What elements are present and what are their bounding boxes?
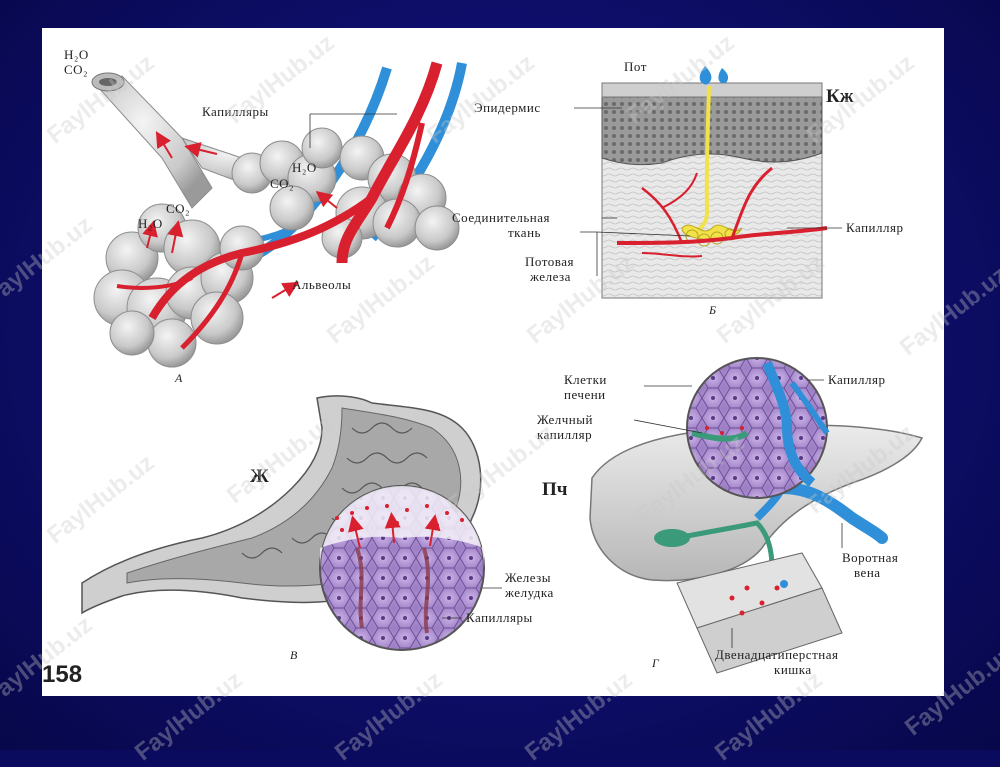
skin-code: Кж [826, 86, 854, 107]
skin-gland-label-2: железа [530, 269, 571, 284]
liver-cells-label-2: печени [564, 387, 606, 402]
liver-cells-label-1: Клетки [564, 372, 607, 387]
stomach-glands-label-2: желудка [505, 585, 554, 600]
liver-duodenum-label-2: кишка [774, 662, 812, 677]
liver-duodenum-label-1: Двенадцатиперстная [715, 647, 839, 662]
liver-portal-label-1: Воротная [842, 550, 899, 565]
skin-sweat-label: Пот [624, 59, 647, 74]
alveoli-h2o-top: H₂O [64, 47, 89, 62]
liver-bile-label-2: капилляр [537, 427, 593, 442]
alveoli-co2-left: CO₂ [166, 201, 191, 216]
skin-gland-label-1: Потовая [525, 254, 574, 269]
textbook-page: H₂O CO₂ Капилляры H₂O CO₂ CO₂ H₂O Альвео… [42, 28, 944, 696]
panel-b-caption: Б [709, 303, 717, 317]
liver-capillary-label: Капилляр [828, 372, 886, 387]
liver-portal-label-2: вена [854, 565, 881, 580]
stomach-code: Ж [250, 466, 269, 487]
alveoli-diagram [91, 61, 467, 368]
skin-capillary-label: Капилляр [846, 220, 904, 235]
alveoli-label: Альвеолы [292, 277, 352, 292]
skin-diagram [574, 66, 842, 299]
stomach-diagram [81, 395, 502, 651]
stomach-glands-label-1: Железы [505, 570, 552, 585]
panel-a-caption: А [175, 371, 183, 385]
liver-diagram [589, 357, 924, 674]
panel-v-caption: В [290, 648, 298, 662]
alveoli-capillaries-label: Капилляры [202, 104, 269, 119]
liver-code: Пч [542, 479, 568, 500]
skin-connective-label-2: ткань [508, 225, 541, 240]
illustration [81, 61, 924, 674]
alveoli-h2o-mid: H₂O [292, 160, 317, 175]
panel-g-caption: Г [652, 656, 660, 670]
liver-bile-label-1: Желчный [537, 412, 593, 427]
alveoli-h2o-left: H₂O [138, 216, 163, 231]
alveoli-co2-top: CO₂ [64, 62, 89, 77]
alveoli-co2-mid: CO₂ [270, 176, 295, 191]
stomach-capillaries-label: Капилляры [466, 610, 533, 625]
skin-connective-label-1: Соединительная [452, 210, 550, 225]
page-number: 158 [42, 661, 83, 688]
skin-epidermis-label: Эпидермис [474, 100, 541, 115]
